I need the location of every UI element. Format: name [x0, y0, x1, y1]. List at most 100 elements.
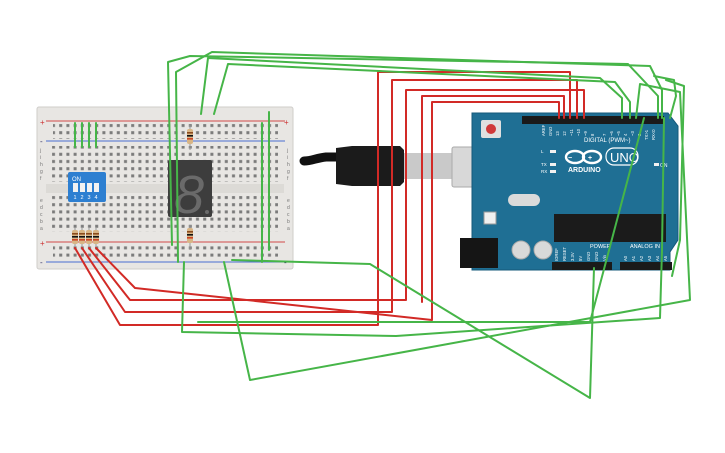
green-wire: [213, 63, 631, 119]
decimal-point: [205, 210, 209, 214]
resistor[interactable]: [72, 227, 78, 250]
pin-label: GND: [586, 252, 591, 261]
center-channel: [46, 184, 284, 193]
pin-label: 8: [590, 133, 595, 136]
pin-label: A3: [647, 255, 652, 261]
dip-toggle-3[interactable]: [87, 183, 92, 192]
row-letter: f: [40, 176, 42, 182]
dip-toggle-1[interactable]: [73, 183, 78, 192]
row-letter: d: [40, 205, 43, 211]
seven-segment-digit: 8: [174, 165, 204, 225]
pin-label: 3.3V: [570, 252, 575, 261]
reset-button-cap[interactable]: [486, 124, 496, 134]
usb-plug-boot: [336, 146, 404, 186]
pin-label: AREF: [541, 124, 546, 136]
rail-minus-label: -: [40, 258, 43, 267]
pin-label: RESET: [562, 247, 567, 261]
capacitor: [533, 240, 553, 260]
rail-plus-label: +: [40, 239, 45, 248]
dip-on-label: ON: [72, 177, 81, 183]
pin-label: A2: [639, 255, 644, 261]
pin-label: ~10: [576, 128, 581, 136]
tx-label: TX: [541, 162, 547, 167]
row-letter: i: [287, 155, 288, 161]
green-wire: [200, 57, 623, 119]
dip-switch[interactable]: ON 1 2 3 4: [68, 172, 106, 202]
pin-label: ~11: [569, 129, 574, 136]
arduino-uno-board[interactable]: − + ARDUINO UNO DIGITAL (PWM~) POWER ANA…: [460, 112, 679, 271]
green-wire: [175, 51, 663, 263]
pin-label: 13: [555, 131, 560, 136]
l-led: [550, 150, 556, 153]
red-wire: [88, 89, 585, 301]
red-wires: [74, 71, 585, 326]
analog-label: ANALOG IN: [630, 244, 660, 250]
row-letter: f: [287, 176, 289, 182]
pin-label: A0: [623, 255, 628, 261]
row-letter: i: [40, 155, 41, 161]
rx-label: RX: [541, 169, 547, 174]
pin-label: ~9: [583, 131, 588, 136]
green-wire: [231, 259, 595, 399]
pin-label: A1: [631, 255, 636, 261]
rail-minus-label: -: [40, 137, 43, 146]
pin-label: GND: [548, 127, 553, 136]
svg-text:+: +: [588, 155, 592, 162]
usb-plug-metal: [404, 153, 454, 179]
red-wire: [421, 95, 565, 303]
row-letter: g: [287, 169, 290, 175]
pin-label: RX<0: [651, 129, 656, 140]
row-letter: j: [39, 148, 41, 154]
row-letter: b: [287, 219, 290, 225]
row-letter: c: [40, 212, 43, 218]
resistor[interactable]: [93, 227, 99, 250]
pin-label: GND: [594, 252, 599, 261]
breadboard-jumpers: [74, 111, 270, 263]
resistor[interactable]: [86, 227, 92, 250]
green-wire: [181, 117, 665, 337]
pin-label: ~5: [616, 131, 621, 136]
red-wire: [95, 101, 560, 321]
pin-label: A4: [655, 255, 660, 261]
row-letter: e: [40, 198, 43, 204]
resistor[interactable]: [79, 227, 85, 250]
digital-label: DIGITAL (PWM~): [584, 138, 631, 144]
svg-text:−: −: [568, 155, 572, 162]
resistor-bank: [72, 125, 193, 250]
pin-label: Vin: [602, 254, 607, 261]
crystal: [508, 194, 540, 206]
row-letter: b: [40, 219, 43, 225]
pin-label: ~3: [630, 131, 635, 136]
red-wire: [81, 79, 578, 313]
resistor[interactable]: [187, 125, 193, 150]
analog-header: [620, 262, 672, 270]
power-label: POWER: [590, 244, 611, 250]
top-power-rail-holes: [53, 124, 278, 139]
rx-led: [550, 170, 556, 173]
row-letter: a: [287, 226, 290, 232]
resistor[interactable]: [187, 225, 193, 250]
green-wire: [653, 75, 677, 119]
green-wire: [197, 117, 645, 323]
rail-plus-label: +: [284, 118, 289, 127]
row-letter: h: [287, 162, 290, 168]
dip-toggle-4[interactable]: [94, 183, 99, 192]
pin-label: TX>1: [644, 129, 649, 140]
seven-segment-display[interactable]: 8: [168, 160, 212, 225]
dip-toggle-2[interactable]: [80, 183, 85, 192]
atmega-chip: [554, 214, 666, 242]
rail-plus-label: +: [40, 118, 45, 127]
on-led: [654, 163, 659, 166]
row-letter: d: [287, 205, 290, 211]
row-letter: e: [287, 198, 290, 204]
dip-number: 3: [88, 195, 91, 201]
pin-label: 7: [602, 133, 607, 136]
power-header: [552, 262, 612, 270]
pin-label: 5V: [578, 256, 583, 261]
dip-number: 1: [74, 195, 77, 201]
pin-label: 4: [623, 133, 628, 136]
pin-label: ~6: [609, 131, 614, 136]
pin-label: 12: [562, 131, 567, 136]
dc-power-jack: [460, 238, 498, 268]
